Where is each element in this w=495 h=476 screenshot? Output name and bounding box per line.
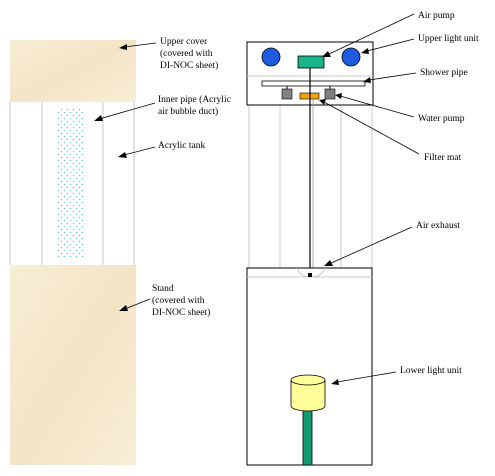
- label-upper-cover: Upper cover (covered with DI-NOC sheet): [160, 37, 218, 71]
- label-air-pump: Air pump: [418, 11, 455, 21]
- lower-light-unit: [290, 380, 326, 412]
- air-pump: [297, 55, 325, 69]
- label-lower-light-unit: Lower light unit: [400, 366, 462, 376]
- label-acrylic-tank: Acrylic tank: [158, 141, 205, 151]
- label-shower-pipe: Shower pipe: [420, 68, 468, 78]
- label-upper-light-unit: Upper light unit: [418, 34, 479, 44]
- label-stand: Stand (covered with DI-NOC sheet): [152, 284, 210, 318]
- upper-light-left-icon: [261, 47, 281, 67]
- label-water-pump: Water pump: [418, 114, 465, 124]
- inner-pipe-bubbles: [57, 108, 85, 258]
- left-view: [9, 40, 136, 465]
- shower-pipe: [261, 80, 366, 87]
- right-labels: Air pump Upper light unit Shower pipe Wa…: [319, 11, 479, 385]
- label-inner-pipe: Inner pipe (Acrylic air bubble duct): [158, 94, 233, 117]
- left-labels: Upper cover (covered with DI-NOC sheet) …: [94, 37, 233, 318]
- label-filter-mat: Filter mat: [424, 153, 462, 163]
- tank-walls: [248, 105, 373, 268]
- water-pump-right: [324, 88, 336, 100]
- lamp-stand: [302, 409, 313, 466]
- right-view: [246, 41, 374, 466]
- stand: [10, 265, 136, 465]
- acrylic-tank: [9, 102, 135, 265]
- upper-light-right-icon: [341, 47, 361, 67]
- label-air-exhaust: Air exhaust: [416, 221, 460, 231]
- upper-cover: [10, 40, 136, 102]
- water-pump-left: [281, 88, 293, 100]
